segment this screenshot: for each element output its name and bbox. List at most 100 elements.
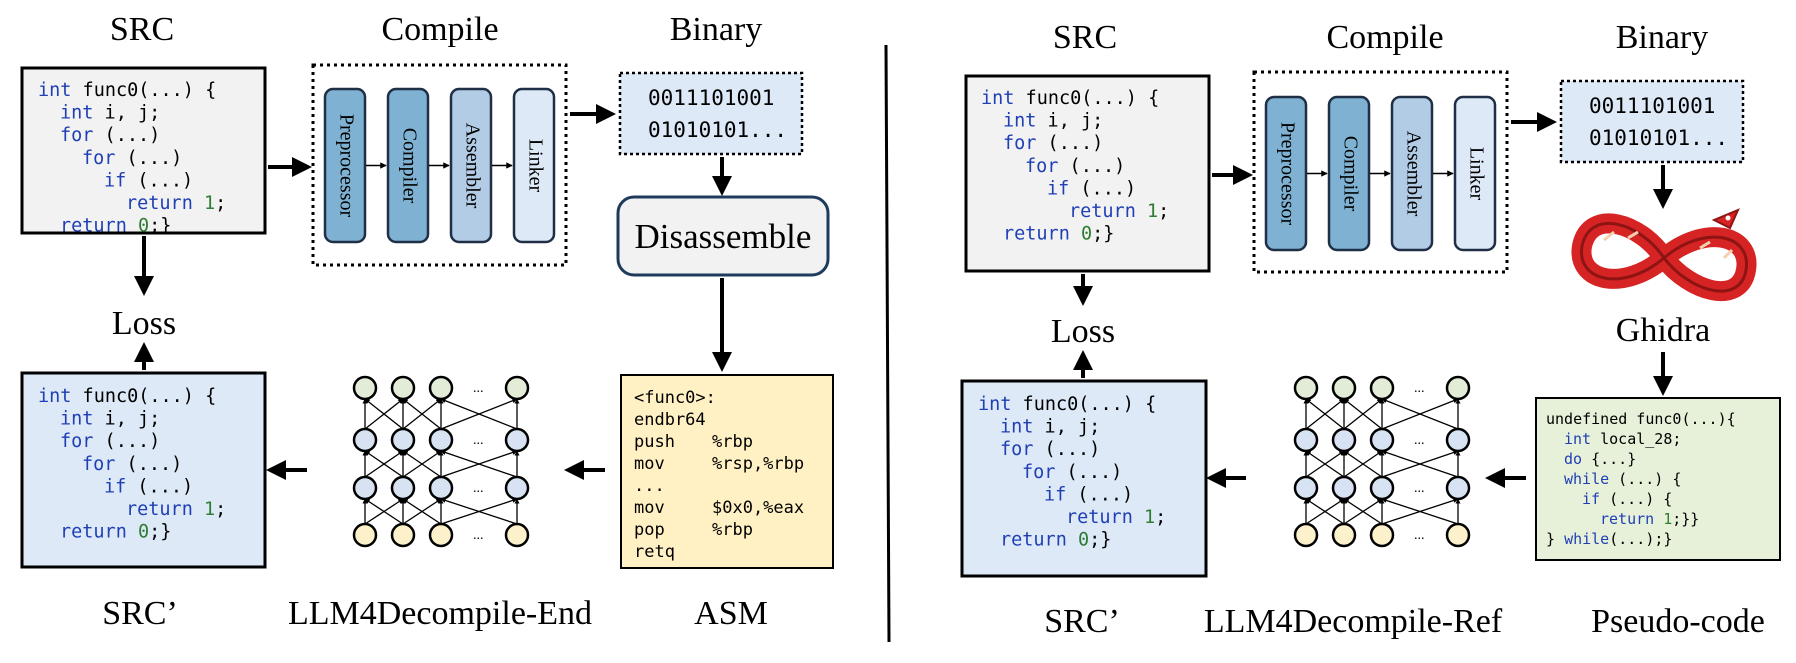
right-nn-node: [1293, 375, 1319, 401]
right-nn-node: [1293, 475, 1319, 501]
left-nn-node: [428, 427, 454, 453]
left-stage-assembler-box: [449, 87, 493, 244]
right-src-prime-code: int func0(...) {int i, j;for (...)for (.…: [978, 394, 1166, 551]
asm-op-7: pop: [634, 520, 665, 540]
pseudo-line-1: undefined func0(...){: [1546, 410, 1736, 428]
left-nn-node: [504, 522, 530, 548]
left-nn-edge: [402, 398, 442, 430]
left-stage-linker-label: Linker: [524, 139, 546, 193]
right-stage-assembler-label: Assembler: [1402, 131, 1424, 217]
right-nn-edge: [1381, 497, 1459, 525]
left-src-prime-code-box: [20, 371, 267, 569]
left-nn-node: [352, 522, 378, 548]
left-nn-ellipsis: ...: [473, 481, 484, 496]
right-nn-node: [1369, 375, 1395, 401]
left-src-prime-line-4: for (...): [82, 454, 182, 475]
left-nn-edge: [440, 450, 518, 478]
right-src-line-4: for (...): [1025, 156, 1125, 177]
right-nn-node: [1331, 475, 1357, 501]
left-header-src: SRC: [110, 11, 174, 48]
left-src-prime-line-1: int func0(...) {: [38, 386, 216, 407]
asm-op-5: ...: [634, 476, 665, 496]
left-header-compile: Compile: [381, 11, 498, 48]
left-nn-ellipsis: ...: [473, 381, 484, 396]
right-compile-group: [1252, 70, 1509, 274]
pseudo-line-4: while (...) {: [1564, 470, 1681, 488]
right-src-line-2: int i, j;: [1003, 111, 1103, 132]
left-nn-node: [428, 375, 454, 401]
right-nn-node: [1331, 522, 1357, 548]
right-caption-model: LLM4Decompile-Ref: [1204, 603, 1503, 640]
left-nn-edge: [364, 498, 404, 525]
left-nn-node: [504, 427, 530, 453]
right-header-binary: Binary: [1616, 19, 1709, 56]
right-nn-node: [1331, 375, 1357, 401]
disassemble-box: [616, 195, 830, 277]
right-nn-ellipsis: ...: [1414, 433, 1425, 448]
right-nn-node: [1331, 427, 1357, 453]
asm-op-6: mov: [634, 498, 665, 518]
pseudo-line-2: int local_28;: [1564, 430, 1681, 448]
asm-code: <func0>:endbr64push%rbpmov%rsp,%rbp...mo…: [634, 388, 804, 562]
right-caption-pseudo: Pseudo-code: [1591, 603, 1765, 640]
left-nn-edge: [440, 497, 518, 525]
right-src-prime-line-2: int i, j;: [1000, 417, 1100, 438]
right-nn-ellipsis: ...: [1414, 481, 1425, 496]
left-stage-compiler-box: [386, 87, 430, 244]
right-nn-node: [1369, 475, 1395, 501]
left-neural-network: ............: [352, 375, 530, 548]
right-nn-edge: [1305, 450, 1345, 478]
pseudo-line-3: do {...}: [1564, 450, 1636, 468]
left-stage-linker-box: [512, 87, 556, 244]
left-src-line-4: for (...): [82, 148, 182, 169]
left-src-code-box: [20, 66, 267, 235]
right-nn-node: [1293, 522, 1319, 548]
asm-code-box: [620, 374, 834, 569]
left-binary-line-1: 0011101001: [648, 86, 774, 110]
left-nn-ellipsis: ...: [473, 433, 484, 448]
right-stage-preprocessor-label: Preprocessor: [1276, 122, 1298, 226]
right-nn-edge: [1343, 450, 1383, 478]
left-nn-edge: [402, 450, 442, 478]
right-nn-node: [1293, 427, 1319, 453]
ghidra-label: Ghidra: [1616, 312, 1710, 349]
pseudo-line-6: return 1;}}: [1600, 510, 1699, 528]
left-nn-node: [428, 522, 454, 548]
asm-arg-4: %rsp,%rbp: [712, 454, 804, 474]
asm-op-1: <func0>:: [634, 388, 716, 408]
left-binary-line-2: 01010101...: [648, 118, 787, 142]
left-src-prime-line-5: if (...): [104, 476, 193, 497]
right-src-line-1: int func0(...) {: [981, 88, 1159, 109]
left-nn-edge: [402, 498, 442, 525]
left-nn-node: [390, 375, 416, 401]
left-src-prime-code: int func0(...) {int i, j;for (...)for (.…: [38, 386, 226, 543]
left-stage-preprocessor-box: [323, 87, 367, 244]
right-src-prime-line-4: for (...): [1022, 462, 1122, 483]
right-nn-edge: [1343, 498, 1383, 525]
left-src-prime-line-2: int i, j;: [60, 409, 160, 430]
right-nn-node: [1369, 522, 1395, 548]
right-src-prime-code-box: [960, 379, 1208, 578]
left-nn-edge: [364, 398, 404, 430]
left-nn-node: [390, 475, 416, 501]
left-caption-model: LLM4Decompile-End: [288, 595, 592, 632]
left-src-prime-line-3: for (...): [60, 431, 160, 452]
left-nn-node: [390, 522, 416, 548]
asm-op-8: retq: [634, 542, 675, 562]
right-nn-node: [1445, 375, 1471, 401]
right-src-prime-line-5: if (...): [1044, 484, 1133, 505]
right-nn-edge: [1343, 398, 1383, 430]
right-nn-edge: [1305, 498, 1345, 525]
pseudo-code: undefined func0(...){ int local_28;do {..…: [1546, 410, 1736, 548]
left-nn-node: [352, 427, 378, 453]
right-nn-edge: [1305, 398, 1345, 430]
left-nn-ellipsis: ...: [473, 528, 484, 543]
right-header-compile: Compile: [1326, 19, 1443, 56]
left-nn-node: [504, 375, 530, 401]
right-src-prime-line-1: int func0(...) {: [978, 394, 1156, 415]
left-src-line-5: if (...): [104, 170, 193, 191]
left-binary-box: [618, 71, 804, 156]
left-caption-asm: ASM: [694, 595, 768, 632]
left-nn-node: [352, 475, 378, 501]
